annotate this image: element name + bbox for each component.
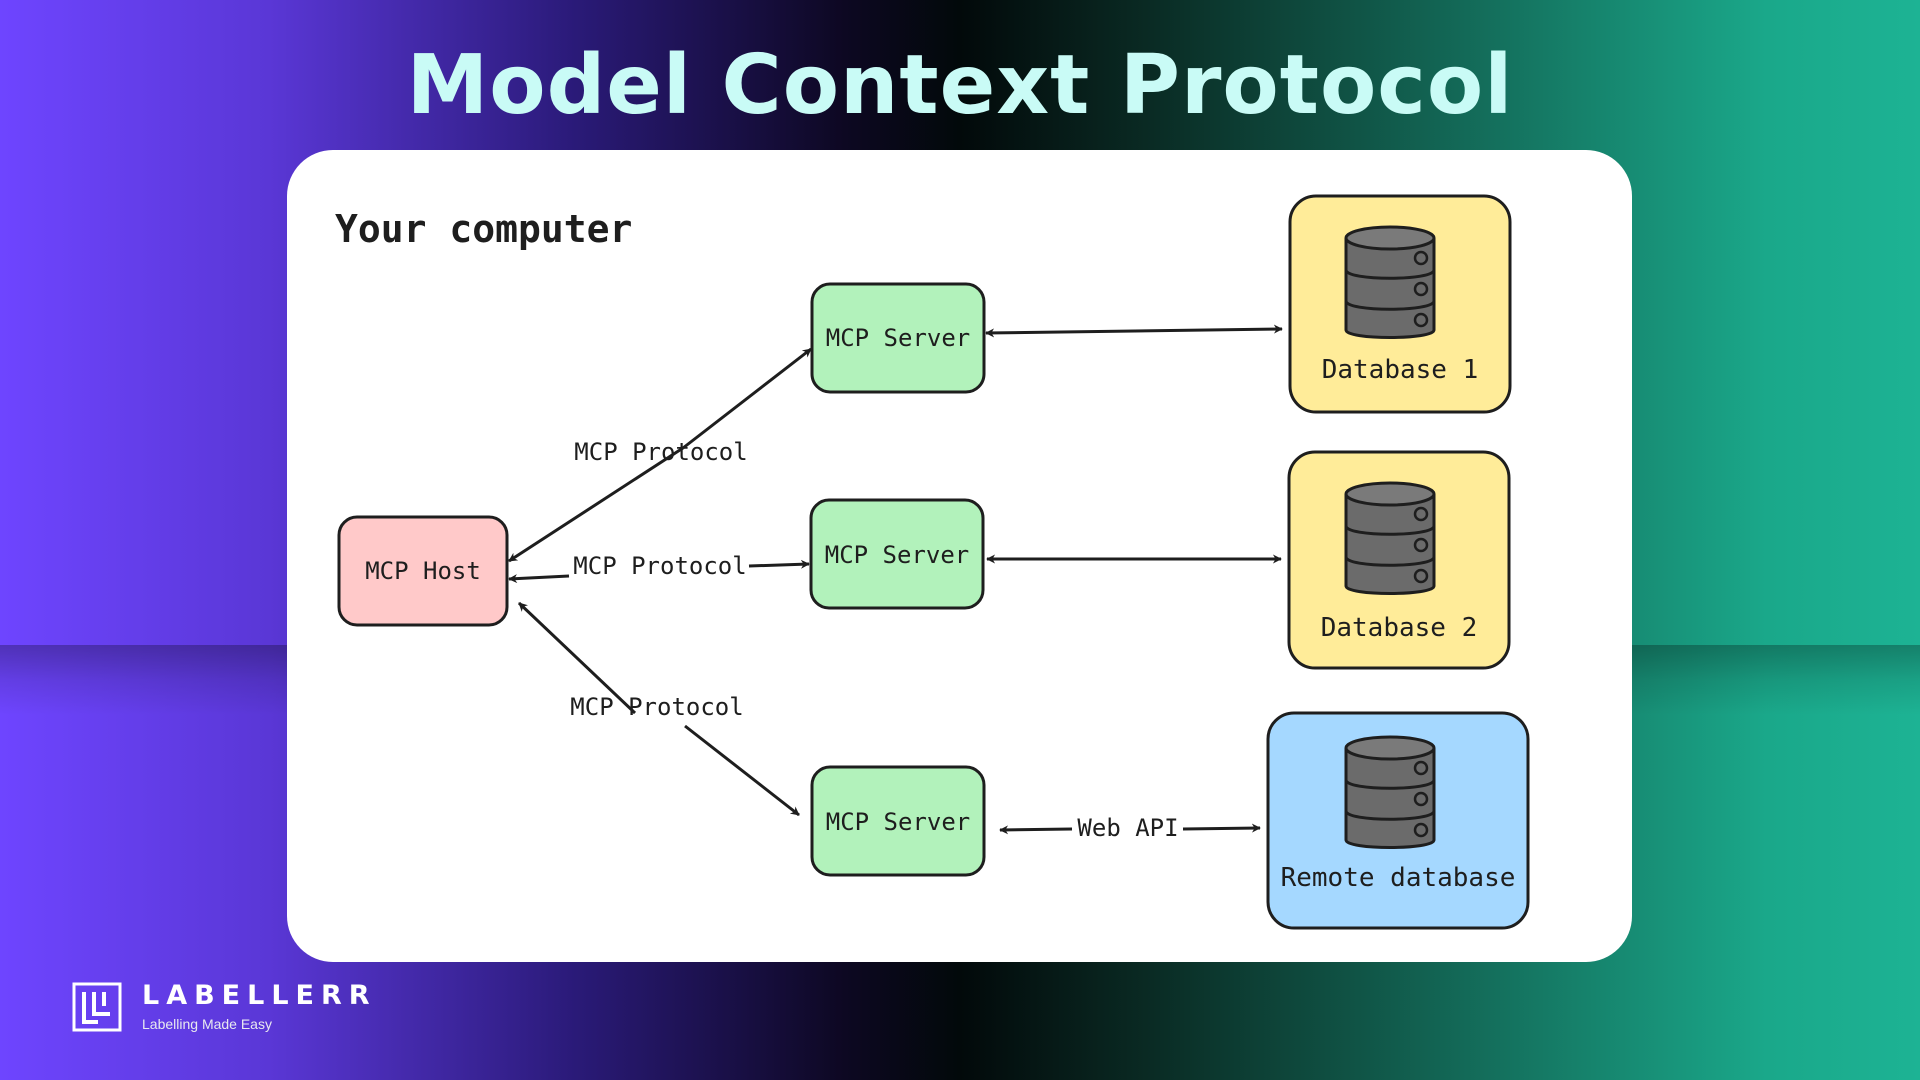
brand-logo: LABELLERR Labelling Made Easy — [72, 980, 452, 1036]
mcp-server-node-1: MCP Server — [810, 282, 986, 394]
edge-host-server-1: MCP Protocol — [508, 347, 812, 563]
database-node-2: Database 2 — [1287, 450, 1511, 670]
labellerr-logo-icon — [72, 982, 122, 1032]
edge-host-server-2: MCP Protocol — [508, 552, 810, 584]
database-icon-2 — [1344, 481, 1436, 595]
database-icon-1 — [1344, 225, 1436, 339]
brand-name: LABELLERR — [142, 980, 377, 1011]
mcp-server-label-3: MCP Server — [826, 808, 971, 836]
mcp-server-label-2: MCP Server — [825, 541, 970, 569]
mcp-diagram: Your computer MCP Host MCP Server MCP Se… — [335, 194, 1530, 930]
edge-label-protocol-2: MCP Protocol — [573, 552, 746, 580]
mcp-server-label-1: MCP Server — [826, 324, 971, 352]
container-label: Your computer — [335, 207, 632, 251]
database-label-1: Database 1 — [1322, 355, 1479, 385]
edge-server-1-database-1 — [985, 324, 1283, 338]
mcp-server-node-2: MCP Server — [809, 498, 985, 610]
edge-server-3-remote: Web API — [999, 814, 1261, 842]
database-node-1: Database 1 — [1288, 194, 1512, 414]
diagram-card: Your computer MCP Host MCP Server MCP Se… — [287, 150, 1632, 962]
edge-label-protocol-3: MCP Protocol — [570, 693, 743, 721]
mcp-host-label: MCP Host — [365, 557, 481, 585]
brand-tagline: Labelling Made Easy — [142, 1016, 272, 1032]
page-title: Model Context Protocol — [406, 38, 1514, 133]
edge-label-protocol-1: MCP Protocol — [574, 438, 747, 466]
database-label-2: Database 2 — [1321, 613, 1478, 643]
mcp-host-node: MCP Host — [337, 515, 509, 627]
edge-host-server-3: MCP Protocol — [517, 601, 800, 817]
mcp-server-node-3: MCP Server — [810, 765, 986, 877]
edge-label-web-api: Web API — [1077, 814, 1178, 842]
remote-database-label: Remote database — [1281, 863, 1516, 893]
database-icon-3 — [1344, 735, 1436, 849]
remote-database-node: Remote database — [1266, 711, 1530, 930]
